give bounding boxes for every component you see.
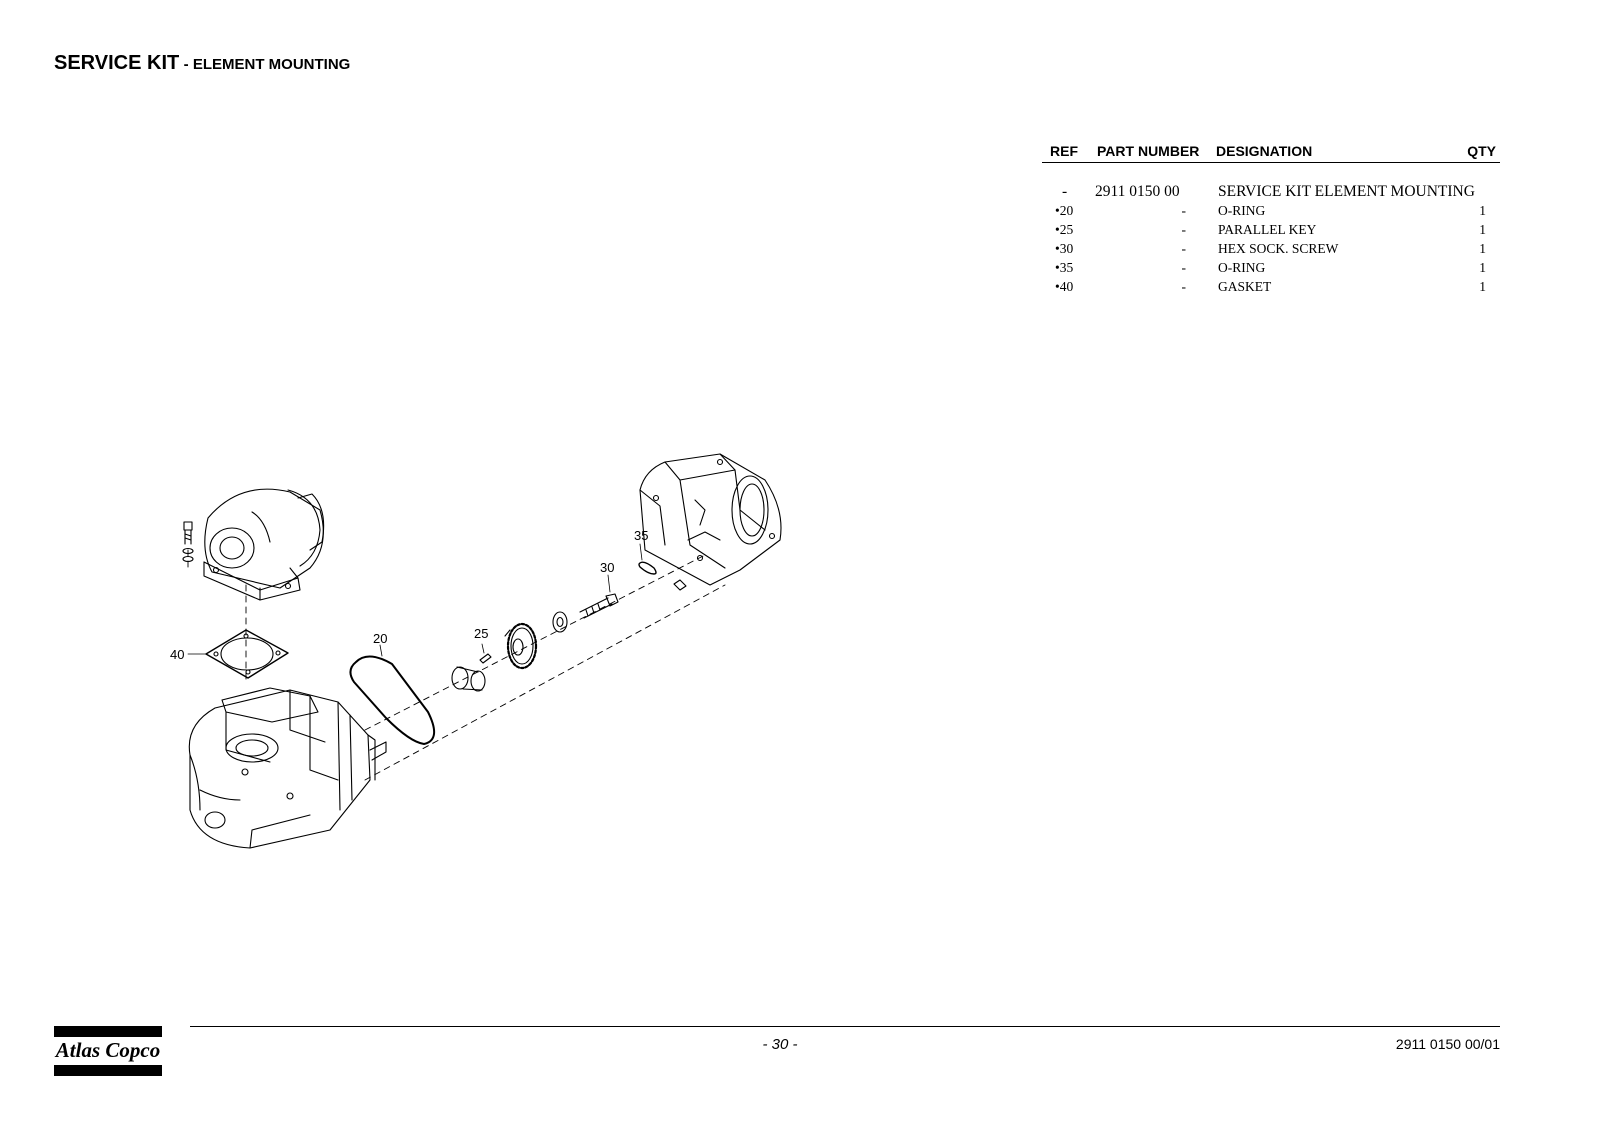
page-title: SERVICE KIT - ELEMENT MOUNTING: [54, 52, 350, 75]
row-designation: HEX SOCK. SCREW: [1218, 241, 1339, 256]
table-row: •20 - O-RING 1: [1042, 203, 1500, 222]
row-designation: O-RING: [1218, 260, 1266, 275]
kit-part-number: 2911 0150 00: [1095, 183, 1180, 200]
atlas-copco-logo: Atlas Copco: [54, 1026, 162, 1076]
row-part-number: -: [1181, 203, 1187, 218]
row-part-number: -: [1181, 222, 1187, 237]
logo-bar-bottom: [54, 1065, 162, 1076]
row-ref: •25: [1055, 222, 1074, 237]
callout-35: 35: [634, 528, 648, 543]
row-part-number: -: [1181, 279, 1187, 294]
row-qty: 1: [1479, 241, 1486, 256]
sleeve-bushing: [451, 666, 486, 692]
document-number: 2911 0150 00/01: [1395, 1036, 1500, 1052]
bolt-icon: [182, 521, 194, 563]
table-row: •35 - O-RING 1: [1042, 260, 1500, 279]
row-designation: O-RING: [1218, 203, 1266, 218]
header-designation: DESIGNATION: [1216, 143, 1313, 159]
logo-bar-top: [54, 1026, 162, 1037]
kit-ref: -: [1062, 183, 1068, 200]
exploded-view-diagram: 40 20 25 30 35: [170, 453, 782, 849]
gear-icon: [504, 622, 538, 670]
row-qty: 1: [1479, 222, 1486, 237]
kit-designation: SERVICE KIT ELEMENT MOUNTING: [1218, 183, 1475, 200]
parts-table-header: REF PART NUMBER DESIGNATION QTY: [1042, 142, 1500, 163]
row-ref: •35: [1055, 260, 1074, 275]
parts-table-body: - 2911 0150 00 SERVICE KIT ELEMENT MOUNT…: [1042, 183, 1500, 298]
row-qty: 1: [1479, 203, 1486, 218]
o-ring-35: [638, 543, 657, 575]
kit-row: - 2911 0150 00 SERVICE KIT ELEMENT MOUNT…: [1042, 183, 1500, 203]
gasket-40: [187, 629, 289, 679]
washer-icon: [552, 611, 568, 633]
header-qty: QTY: [1467, 143, 1496, 159]
row-designation: GASKET: [1218, 279, 1272, 294]
logo-wordmark: Atlas Copco: [55, 1038, 161, 1062]
header-ref: REF: [1050, 143, 1078, 159]
intake-housing: [203, 488, 325, 601]
table-row: •30 - HEX SOCK. SCREW 1: [1042, 241, 1500, 260]
callout-20: 20: [373, 631, 387, 646]
callout-25: 25: [474, 626, 488, 641]
table-row: •25 - PARALLEL KEY 1: [1042, 222, 1500, 241]
row-ref: •40: [1055, 279, 1074, 294]
parallel-key-25: [479, 643, 492, 664]
row-designation: PARALLEL KEY: [1218, 222, 1317, 237]
row-part-number: -: [1181, 241, 1187, 256]
o-ring-20: [349, 644, 435, 745]
row-ref: •20: [1055, 203, 1074, 218]
parts-table: REF PART NUMBER DESIGNATION QTY - 2911 0…: [1042, 142, 1500, 298]
dowel-pin-icon: [673, 579, 687, 591]
gear-casing: [639, 453, 782, 586]
page-title-sub: - ELEMENT MOUNTING: [183, 56, 351, 73]
header-part-number: PART NUMBER: [1097, 143, 1200, 159]
callout-30: 30: [600, 560, 614, 575]
hex-socket-screw-30: [579, 574, 619, 619]
compressor-element: [188, 687, 387, 849]
footer-divider: [190, 1026, 1500, 1027]
table-row: •40 - GASKET 1: [1042, 279, 1500, 298]
row-part-number: -: [1181, 260, 1187, 275]
row-ref: •30: [1055, 241, 1074, 256]
callout-labels: 40 20 25 30 35: [170, 528, 648, 662]
callout-40: 40: [170, 647, 184, 662]
row-qty: 1: [1479, 279, 1486, 294]
page-number: - 30 -: [762, 1036, 798, 1053]
page-title-main: SERVICE KIT: [54, 52, 180, 74]
row-qty: 1: [1479, 260, 1486, 275]
